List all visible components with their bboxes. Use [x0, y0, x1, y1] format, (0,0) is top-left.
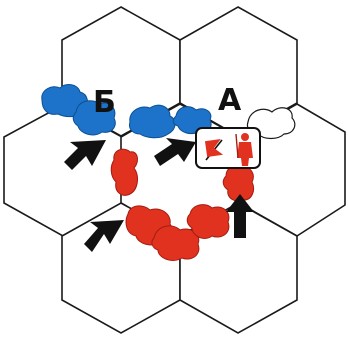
flag-icon — [204, 138, 224, 161]
arrows — [64, 138, 254, 252]
hex-grid — [3, 6, 346, 334]
leader-card[interactable] — [195, 127, 261, 169]
arrow-icon — [226, 194, 254, 238]
soldier-icon — [235, 133, 253, 166]
region-label-b: Б — [93, 85, 116, 120]
blue-figure[interactable] — [129, 104, 176, 139]
red-figures[interactable] — [110, 148, 255, 261]
region-label-a: А — [218, 83, 242, 118]
blue-figure[interactable] — [72, 100, 116, 136]
blue-figure[interactable] — [41, 84, 88, 118]
red-figure[interactable] — [151, 225, 200, 261]
red-figure[interactable] — [110, 148, 138, 196]
arrow-icon — [64, 140, 106, 170]
arrow-icon — [154, 138, 196, 166]
arrow-icon — [84, 220, 124, 252]
red-figure[interactable] — [186, 204, 230, 239]
blue-figures-b[interactable] — [41, 84, 116, 136]
